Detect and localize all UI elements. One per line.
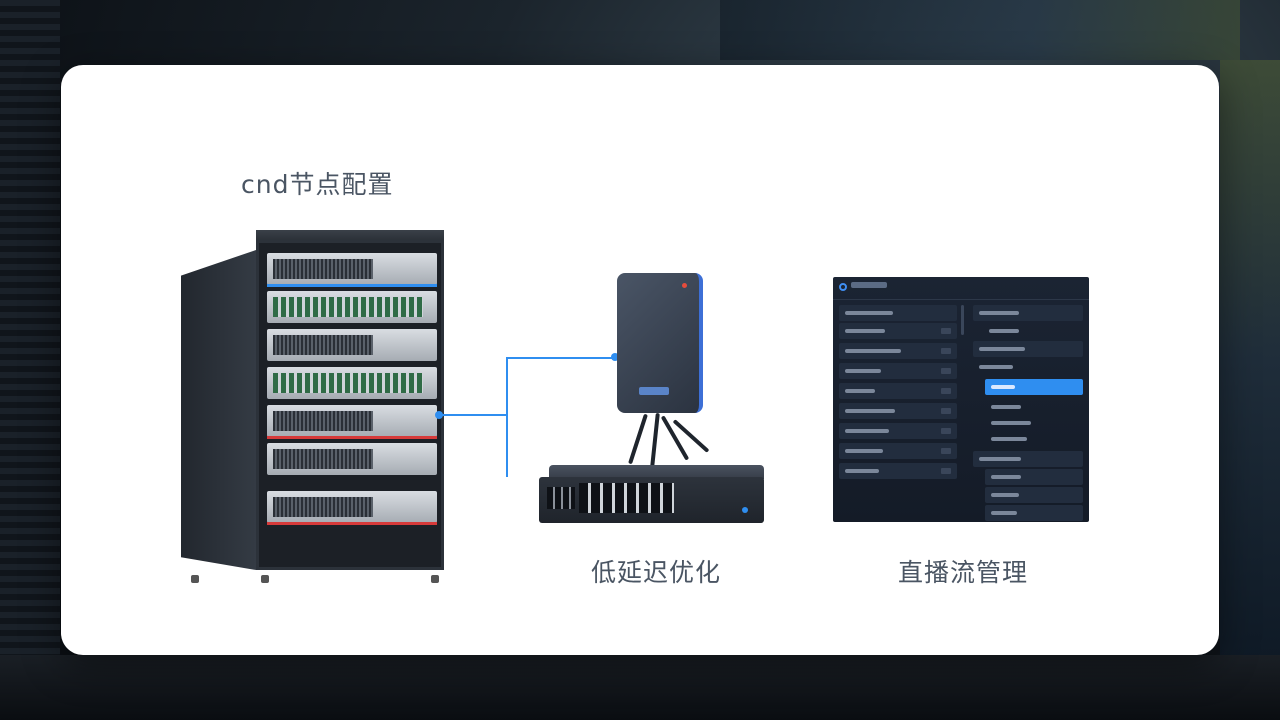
connector-wire — [441, 414, 507, 416]
background-scenery — [1220, 60, 1280, 660]
feature-card: cnd节点配置 低延迟优化 直播流管理 — [61, 65, 1219, 655]
panel-list-item — [839, 323, 957, 339]
panel-list-item — [839, 305, 957, 321]
panel-tree-item — [973, 305, 1083, 321]
caption-low-latency: 低延迟优化 — [591, 558, 722, 587]
router-cable — [628, 413, 648, 465]
network-switch-icon — [539, 465, 764, 523]
panel-header — [833, 277, 1089, 300]
panel-tree-item-selected — [985, 379, 1083, 395]
rack-unit — [267, 329, 437, 361]
panel-list-item — [839, 443, 957, 459]
panel-tree-item — [973, 359, 1083, 375]
rack-unit — [267, 405, 437, 439]
switch-top — [549, 465, 764, 479]
connector-dot — [611, 353, 619, 361]
background-desk — [0, 655, 1280, 720]
panel-scrollbar — [961, 305, 964, 335]
panel-title-placeholder — [851, 282, 887, 288]
rack-unit — [267, 367, 437, 399]
background-window — [720, 0, 1240, 60]
panel-tree-item — [985, 399, 1083, 415]
router-icon — [617, 273, 703, 413]
caption-cdn-node-config: cnd节点配置 — [241, 170, 394, 199]
router-led — [682, 283, 687, 288]
server-rack-icon — [181, 230, 446, 583]
connector-wire — [506, 357, 508, 477]
rack-unit — [267, 253, 437, 287]
connector-wire — [506, 357, 616, 359]
panel-list-item — [839, 403, 957, 419]
panel-tree-item — [973, 451, 1083, 467]
rack-unit — [267, 291, 437, 323]
panel-list-item — [839, 423, 957, 439]
panel-list-item — [839, 383, 957, 399]
panel-tree-item — [985, 505, 1083, 521]
background-rack — [0, 0, 60, 720]
caption-live-stream-management: 直播流管理 — [898, 558, 1029, 587]
panel-left-list — [839, 305, 957, 515]
panel-list-item — [839, 343, 957, 359]
switch-power-led — [742, 507, 748, 513]
panel-list-item — [839, 363, 957, 379]
rack-foot — [261, 575, 269, 583]
rack-side-panel — [181, 250, 256, 570]
router-logo — [639, 387, 669, 395]
connector-dot — [435, 411, 443, 419]
rack-unit — [267, 491, 437, 525]
panel-tree-item — [985, 431, 1083, 447]
panel-tree-item — [985, 415, 1083, 431]
stream-management-panel — [833, 277, 1089, 522]
switch-front — [539, 477, 764, 523]
rack-front — [256, 240, 444, 570]
router-cable — [650, 412, 660, 468]
panel-tree-item — [985, 469, 1083, 485]
panel-right-tree — [973, 305, 1083, 521]
rack-unit — [267, 443, 437, 475]
panel-tree-item — [985, 487, 1083, 503]
rack-foot — [431, 575, 439, 583]
panel-logo-icon — [839, 283, 847, 291]
panel-list-item — [839, 463, 957, 479]
rack-foot — [191, 575, 199, 583]
panel-tree-item — [973, 341, 1083, 357]
panel-tree-item — [983, 323, 1083, 339]
